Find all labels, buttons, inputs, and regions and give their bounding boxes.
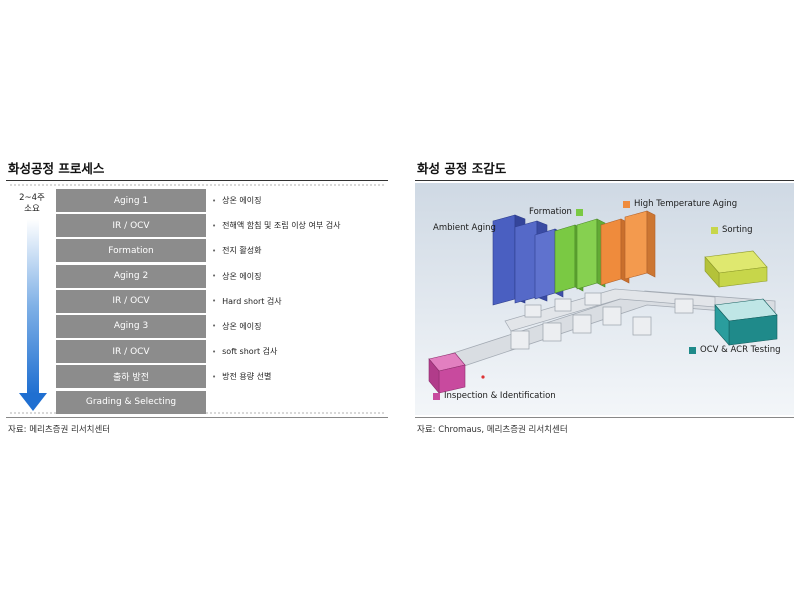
label-ocv-text: OCV & ACR Testing: [700, 345, 781, 355]
bullet-icon: •: [212, 372, 217, 381]
label-formation-text: Formation: [529, 207, 572, 217]
bullet-icon: •: [212, 196, 217, 205]
desc-row: • soft short 검사: [208, 340, 386, 363]
diagram-panel: 화성 공정 조감도: [415, 160, 794, 435]
label-ambient: Ambient Aging: [433, 223, 507, 233]
high-temp-color-swatch: [623, 200, 630, 208]
source-divider: [6, 417, 388, 418]
process-title: 화성공정 프로세스: [8, 161, 105, 176]
bullet-icon: •: [212, 272, 217, 281]
label-inspection: Inspection & Identification: [433, 391, 556, 401]
ocv-color-swatch: [689, 346, 696, 354]
duration-line-2: 소요: [24, 204, 40, 214]
step-descriptions: • 상온 에이징 • 전해액 함침 및 조립 이상 여부 검사 • 전지 활성화 • 상…: [208, 189, 386, 391]
source-divider: [415, 417, 794, 418]
step-formation: Formation: [56, 239, 206, 263]
desc-row: • 전해액 함침 및 조립 이상 여부 검사: [208, 214, 386, 237]
title-divider: [415, 180, 794, 181]
duration-label: 2~4주 소요: [10, 193, 54, 215]
label-inspection-text: Inspection & Identification: [444, 391, 556, 401]
desc-row: • 방전 용량 선별: [208, 365, 386, 388]
bullet-icon: •: [212, 347, 217, 356]
label-ambient-text: Ambient Aging: [433, 223, 496, 233]
desc-text: soft short 검사: [222, 347, 278, 357]
formation-color-swatch: [575, 208, 583, 216]
label-high-temp-text: High Temperature Aging: [634, 199, 738, 209]
label-sorting-text: Sorting: [722, 225, 753, 235]
desc-row: • 전지 활성화: [208, 239, 386, 262]
desc-text: 상온 에이징: [222, 271, 262, 281]
bullet-icon: •: [212, 221, 217, 230]
desc-row: • 상온 에이징: [208, 265, 386, 288]
process-panel: 화성공정 프로세스 2~4주 소요 Aging 1 IR / OCV Forma…: [6, 160, 388, 435]
step-aging-3: Aging 3: [56, 314, 206, 338]
duration-line-1: 2~4주: [19, 193, 45, 203]
desc-text: Hard short 검사: [222, 296, 282, 306]
desc-text: 상온 에이징: [222, 321, 262, 331]
source-note: 자료: Chromaus, 메리츠증권 리서치센터: [417, 425, 568, 435]
process-flow: 2~4주 소요 Aging 1 IR / OCV Formation Aging…: [6, 181, 388, 417]
label-high-temp: High Temperature Aging: [623, 199, 737, 209]
desc-row: • 상온 에이징: [208, 315, 386, 338]
bullet-icon: •: [212, 246, 217, 255]
factory-diagram: Formation High Temperature Aging Ambient…: [415, 181, 794, 417]
step-ir-ocv-1: IR / OCV: [56, 214, 206, 238]
desc-text: 상온 에이징: [222, 196, 262, 205]
label-sorting: Sorting: [711, 225, 753, 235]
bullet-icon: •: [212, 297, 217, 306]
diagram-title: 화성 공정 조감도: [417, 161, 507, 176]
step-shipping-discharge: 출하 방전: [56, 365, 206, 389]
title-divider: [6, 180, 388, 181]
desc-text: 전해액 함침 및 조립 이상 여부 검사: [222, 221, 341, 231]
ambient-color-swatch: [499, 224, 507, 232]
desc-row: • 상온 에이징: [208, 189, 386, 212]
desc-text: 방전 용량 선별: [222, 372, 272, 382]
process-steps: Aging 1 IR / OCV Formation Aging 2 IR / …: [56, 189, 206, 414]
step-grading-selecting: Grading & Selecting: [56, 390, 206, 414]
label-ocv: OCV & ACR Testing: [689, 345, 781, 355]
sorting-color-swatch: [711, 226, 718, 234]
factory-illustration: [415, 183, 794, 415]
step-ir-ocv-2: IR / OCV: [56, 289, 206, 313]
bullet-icon: •: [212, 322, 217, 331]
label-formation: Formation: [529, 207, 583, 217]
step-aging-2: Aging 2: [56, 264, 206, 288]
desc-text: 전지 활성화: [222, 246, 262, 256]
step-ir-ocv-3: IR / OCV: [56, 340, 206, 364]
step-aging-1: Aging 1: [56, 189, 206, 212]
source-note: 자료: 메리츠증권 리서치센터: [8, 425, 111, 435]
desc-row: • Hard short 검사: [208, 290, 386, 313]
inspection-color-swatch: [433, 392, 440, 400]
